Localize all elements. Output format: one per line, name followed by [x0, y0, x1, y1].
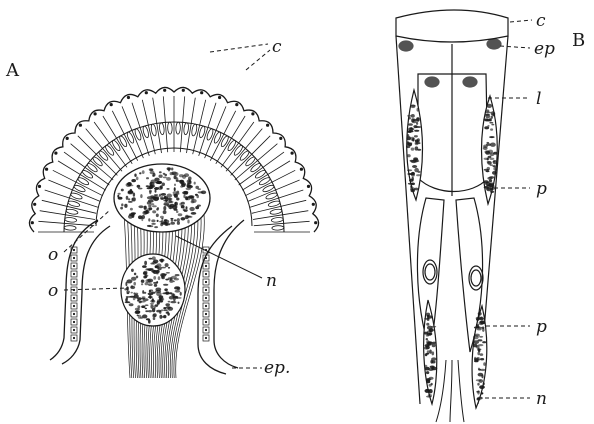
- panel-b-outer-wall-left: [396, 36, 420, 404]
- panel-b-pigment-cell-right-lower: [472, 306, 487, 408]
- panel-b-lens-cells: [418, 74, 488, 192]
- panel-b-cuticle-lens: [396, 10, 508, 42]
- panel-b-lens-nuclei: [425, 77, 477, 87]
- panel-a-lower-ganglion: [121, 254, 185, 326]
- label-b-p-upper: p: [536, 179, 547, 199]
- panel-b-pigment-cell-left-upper: [406, 90, 423, 200]
- label-b-ep: ep: [534, 39, 555, 59]
- label-b-c: c: [536, 11, 546, 31]
- label-b-l: l: [536, 89, 541, 109]
- panel-b-nerve-fibers: [436, 360, 464, 422]
- panel-a-upper-ganglion: [114, 164, 210, 232]
- panel-a-epidermis-left: [50, 220, 110, 364]
- panel-a-epidermis-right: [198, 220, 244, 374]
- panel-b-retinula-nuclei: [423, 260, 483, 290]
- label-a-n: n: [266, 271, 277, 291]
- label-b-p-lower: p: [536, 317, 547, 337]
- label-a-o-upper: o: [48, 245, 58, 265]
- panel-b-cell-column: B c ep l p p n: [396, 10, 585, 422]
- panel-a-letter: A: [5, 60, 20, 81]
- label-a-c: c: [272, 37, 282, 57]
- panel-a-organ-section: A c o o n ep.: [5, 37, 319, 378]
- label-a-o-lower: o: [48, 281, 58, 301]
- panel-b-letter: B: [572, 30, 585, 51]
- label-b-n: n: [536, 389, 547, 409]
- label-a-ep: ep.: [264, 358, 290, 378]
